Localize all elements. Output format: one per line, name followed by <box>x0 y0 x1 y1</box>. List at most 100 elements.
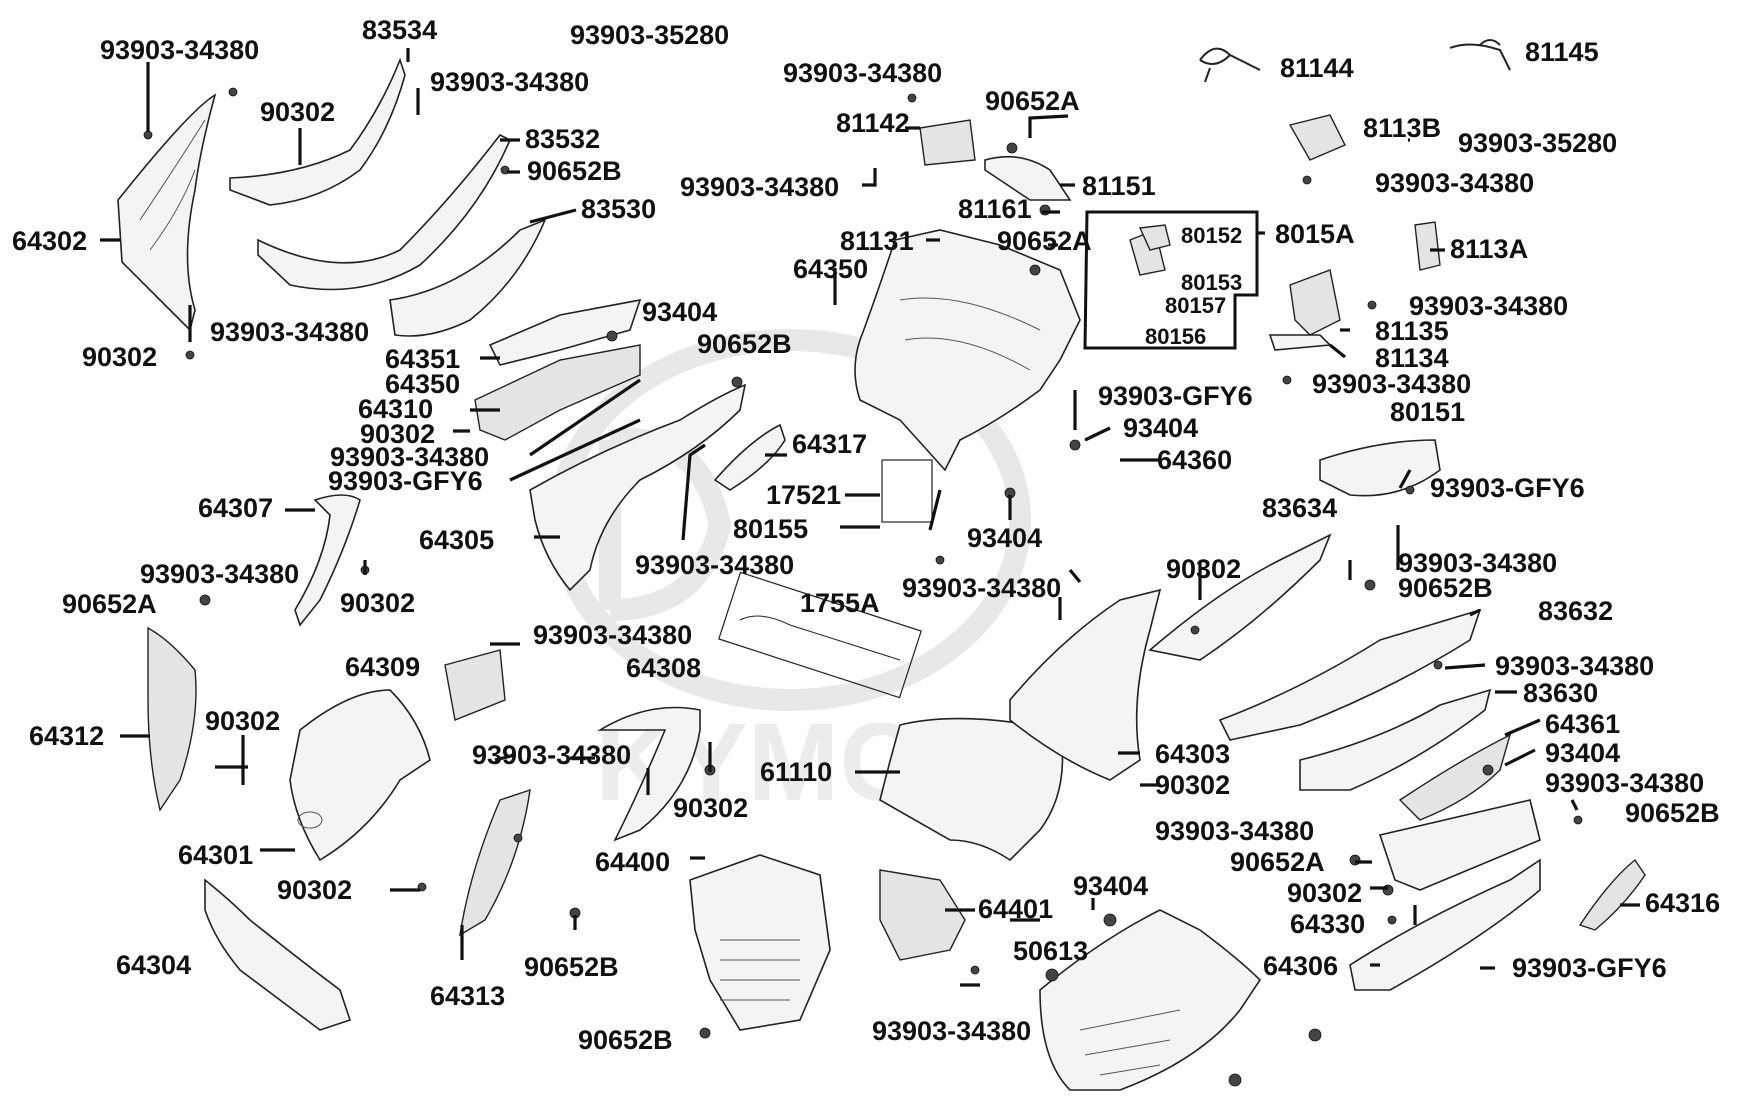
part-64301-detail <box>297 811 323 829</box>
label-64400: 64400 <box>595 847 670 877</box>
part-81135 <box>1289 269 1341 336</box>
screw-icon <box>228 87 238 97</box>
label-93903-35280-b: 93903-35280 <box>1458 128 1617 158</box>
label-93903-34380-s: 93903-34380 <box>872 1016 1031 1046</box>
label-64301: 64301 <box>178 840 253 870</box>
label-93903-34380-q: 93903-34380 <box>1545 768 1704 798</box>
label-83634: 83634 <box>1262 493 1337 523</box>
label-64330: 64330 <box>1290 909 1365 939</box>
label-8015A: 8015A <box>1275 219 1355 249</box>
part-83630 <box>1299 688 1492 791</box>
part-64302 <box>117 93 217 332</box>
label-81131: 81131 <box>840 226 914 256</box>
label-90302-j: 90302 <box>1287 878 1362 908</box>
label-90302-h: 90302 <box>673 793 748 823</box>
part-64330 <box>1378 799 1541 891</box>
label-90652B-f: 90652B <box>578 1025 673 1055</box>
part-64316 <box>1578 858 1646 931</box>
label-93903-GFY6-b: 93903-GFY6 <box>328 466 483 496</box>
label-93903-GFY6-d: 93903-GFY6 <box>1512 953 1667 983</box>
label-80153: 80153 <box>1181 270 1242 295</box>
screw-icon <box>1045 968 1059 982</box>
label-90302-a: 90302 <box>260 97 335 127</box>
label-90652A-b: 90652A <box>997 226 1092 256</box>
label-64302: 64302 <box>12 226 87 256</box>
label-93903-34380-c: 93903-34380 <box>430 67 589 97</box>
label-8113B: 8113B <box>1363 113 1441 143</box>
screw-icon <box>970 965 980 975</box>
label-64306: 64306 <box>1263 951 1338 981</box>
label-90652B-d: 90652B <box>1625 798 1720 828</box>
part-1755A-cable <box>739 615 901 661</box>
label-93903-34380-o: 93903-34380 <box>1495 651 1654 681</box>
part-8113B <box>1288 114 1346 161</box>
part-80152 <box>1138 224 1171 251</box>
label-90652A-a: 90652A <box>985 86 1080 116</box>
part-83632 <box>1218 608 1482 741</box>
screw-icon <box>513 833 523 843</box>
label-64361: 64361 <box>1545 709 1620 739</box>
label-64303: 64303 <box>1155 739 1230 769</box>
label-93903-34380-f: 93903-34380 <box>1409 291 1568 321</box>
label-90302-f: 90302 <box>205 706 280 736</box>
screw-icon <box>935 555 945 565</box>
screw-icon <box>1302 175 1312 185</box>
part-81142 <box>919 119 976 166</box>
part-64309 <box>444 649 506 721</box>
label-83534: 83534 <box>362 15 437 45</box>
label-64304: 64304 <box>116 950 191 980</box>
label-1755A: 1755A <box>800 588 880 618</box>
label-90652B-b: 90652B <box>697 329 792 359</box>
label-64316: 64316 <box>1645 888 1720 918</box>
part-64307 <box>294 494 361 627</box>
part-64306 <box>1349 858 1541 991</box>
label-83530: 83530 <box>581 194 656 224</box>
label-90302-d: 90302 <box>1166 554 1241 584</box>
label-50613: 50613 <box>1013 936 1088 966</box>
part-64310 <box>474 344 641 441</box>
part-64303 <box>1009 588 1162 781</box>
label-93903-34380-h: 93903-34380 <box>1312 369 1471 399</box>
screw-icon <box>1364 579 1376 591</box>
part-64313 <box>459 788 531 937</box>
screw-icon <box>1308 1028 1322 1042</box>
part-64304 <box>204 878 352 1031</box>
label-90302-e: 90302 <box>340 588 415 618</box>
screw-icon <box>907 93 917 103</box>
part-81145 <box>1449 39 1511 71</box>
parts <box>117 39 1646 1091</box>
part-64400-grille <box>720 939 800 1001</box>
label-81151: 81151 <box>1082 171 1156 201</box>
part-64305 <box>529 383 747 592</box>
label-64350-a: 64350 <box>793 254 868 284</box>
label-61110: 61110 <box>760 757 832 787</box>
label-90652A-d: 90652A <box>1230 847 1325 877</box>
label-93903-GFY6-a: 93903-GFY6 <box>1098 381 1253 411</box>
screw-icon <box>1029 264 1041 276</box>
part-81131-detail <box>899 297 1041 371</box>
label-83532: 83532 <box>525 124 600 154</box>
part-81134 <box>1268 334 1332 351</box>
part-64351 <box>488 298 642 366</box>
screw-icon <box>699 1027 711 1039</box>
label-93903-34380-p: 93903-34380 <box>472 740 631 770</box>
label-93404-c: 93404 <box>967 523 1042 553</box>
screw-icon <box>1387 915 1397 925</box>
label-93404-a: 93404 <box>642 297 717 327</box>
label-93903-34380-d: 93903-34380 <box>680 172 839 202</box>
label-64307: 64307 <box>198 493 273 523</box>
label-80152: 80152 <box>1181 223 1242 248</box>
label-90652B-e: 90652B <box>524 952 619 982</box>
screw-icon <box>1006 142 1018 154</box>
label-81161: 81161 <box>958 194 1032 224</box>
part-81151 <box>984 155 1072 201</box>
label-81134: 81134 <box>1375 343 1449 373</box>
screw-icon <box>1069 439 1081 451</box>
part-50613 <box>1039 909 1262 1091</box>
screw-icon <box>185 350 195 360</box>
label-90302-b: 90302 <box>82 342 157 372</box>
label-64351: 64351 <box>385 344 460 374</box>
label-93903-35280-a: 93903-35280 <box>570 20 729 50</box>
